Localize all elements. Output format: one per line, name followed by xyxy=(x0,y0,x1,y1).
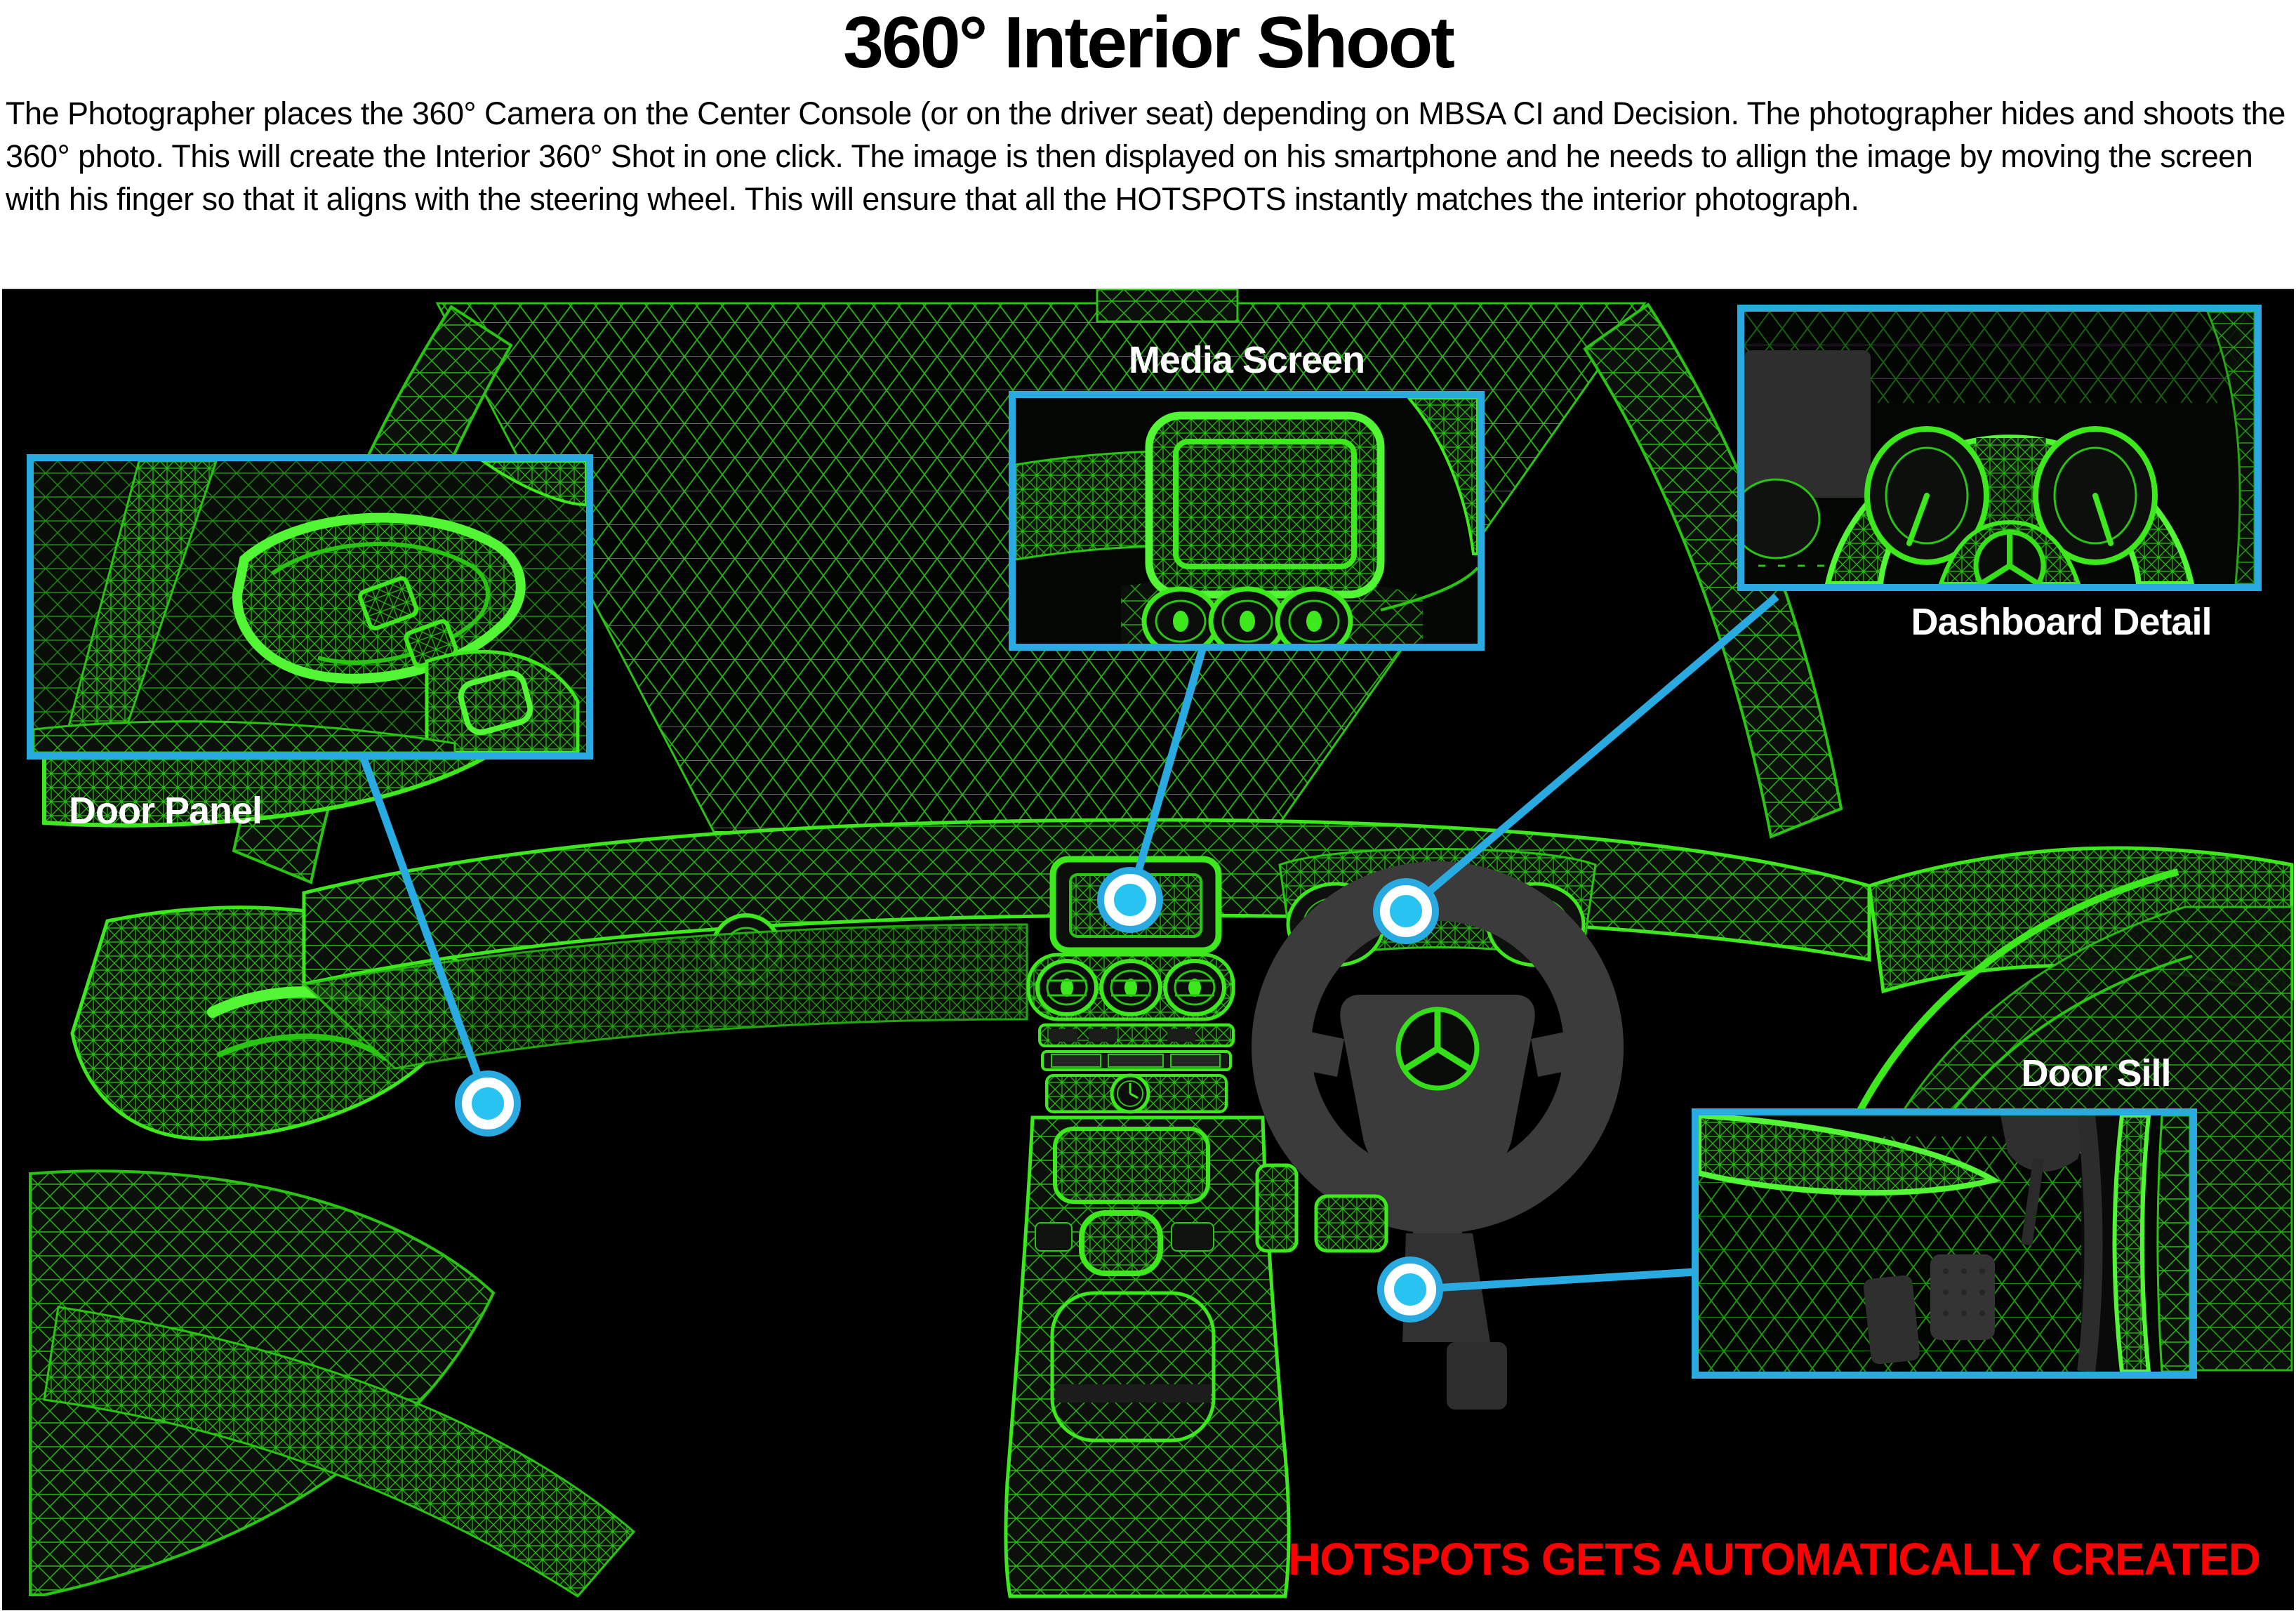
hotspot-door-sill[interactable] xyxy=(1384,1264,1436,1315)
mercedes-star-icon xyxy=(1395,1007,1480,1091)
dashboard-detail-label: Dashboard Detail xyxy=(1911,601,2212,643)
page-title: 360° Interior Shoot xyxy=(843,2,1455,84)
hotspot-door-panel[interactable] xyxy=(462,1078,514,1129)
media-screen-label: Media Screen xyxy=(1128,339,1365,381)
callout-box-dashboard-detail xyxy=(1737,305,2262,591)
callout-box-door-sill xyxy=(1692,1108,2197,1379)
steering-wheel xyxy=(1252,861,1624,1251)
center-console xyxy=(1004,1115,1291,1598)
media-screen-detail-art xyxy=(1016,398,1478,644)
pedals xyxy=(1255,1163,1388,1253)
hotspot-media-screen[interactable] xyxy=(1104,874,1156,926)
description-text: The Photographer places the 360° Camera … xyxy=(6,95,2285,218)
analog-clock xyxy=(1110,1073,1150,1114)
door-sill-label: Door Sill xyxy=(2021,1052,2171,1094)
callout-box-door-panel xyxy=(27,454,593,760)
touchpad xyxy=(1079,1210,1163,1276)
steering-column xyxy=(1402,1233,1507,1410)
callout-box-media-screen xyxy=(1009,391,1485,651)
door-panel-label: Door Panel xyxy=(69,790,263,832)
interior-photo-canvas: Media Screen Dashboard Detail Door Panel… xyxy=(2,288,2294,1610)
door-panel-detail-art xyxy=(34,461,586,753)
center-stack xyxy=(1004,856,1291,1598)
dashboard-detail-art xyxy=(1744,312,2255,584)
air-vents xyxy=(1026,953,1235,1021)
hotspot-dashboard[interactable] xyxy=(1380,885,1432,937)
hotspots-note: HOTSPOTS GETS AUTOMATICALLY CREATED xyxy=(1288,1534,2261,1584)
door-sill-detail-art xyxy=(1699,1115,2190,1372)
